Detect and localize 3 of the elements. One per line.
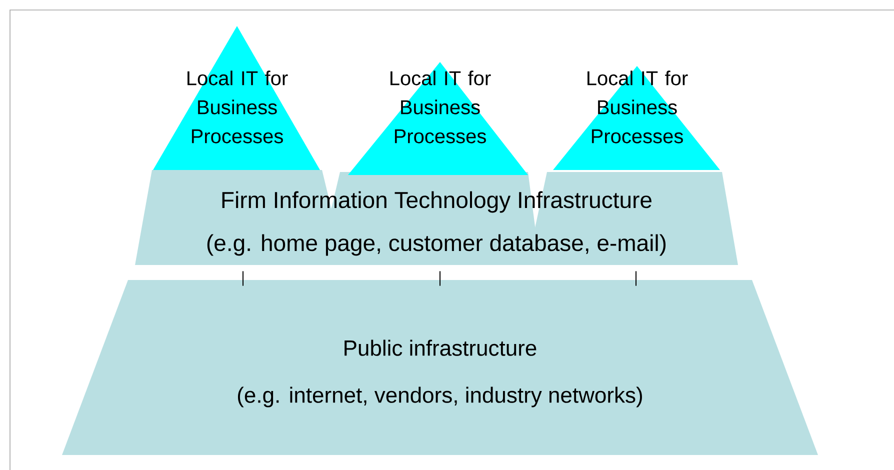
trapezoid-base: Public infrastructure (e.g. internet, vendors, industry networks): [62, 280, 818, 455]
connector-line: [242, 270, 244, 286]
trapezoid-band: Firm Information Technology Infrastructure (e.g. home page, customer database, e-mail): [135, 170, 738, 265]
